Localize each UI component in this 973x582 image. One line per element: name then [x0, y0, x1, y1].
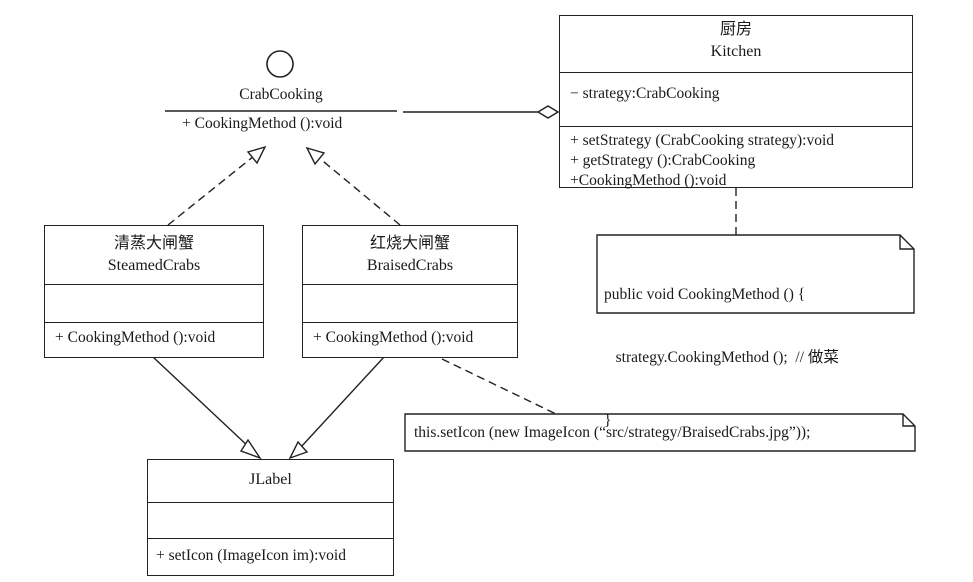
interface-name: CrabCooking [239, 86, 323, 103]
class-kitchen: 厨房 Kitchen − strategy:CrabCooking + setS… [559, 15, 913, 191]
steamed-operation-section: + CookingMethod ():void [45, 322, 263, 349]
braised-name-cn: 红烧大闸蟹 [369, 235, 450, 252]
kitchen-operation: + getStrategy ():CrabCooking [570, 152, 756, 169]
realization-braised-arrow-icon [305, 146, 326, 166]
kitchen-note-frame [596, 234, 915, 314]
braised-note-fold-icon [902, 414, 915, 427]
kitchen-operation: + setStrategy (CrabCooking strategy):voi… [570, 132, 835, 149]
class-jlabel: JLabel + setIcon (ImageIcon im):void [147, 459, 394, 576]
steamed-name-cn: 清蒸大闸蟹 [113, 235, 194, 252]
kitchen-operation: +CookingMethod ():void [570, 172, 727, 189]
kitchen-note-line: public void CookingMethod () { [604, 286, 806, 303]
steamed-operation: + CookingMethod ():void [55, 329, 216, 346]
jlabel-operation-section: + setIcon (ImageIcon im):void [148, 538, 393, 567]
generalization-steamed [152, 356, 251, 449]
interface-operation: + CookingMethod ():void [182, 115, 343, 132]
steamed-name-en: SteamedCrabs [107, 257, 201, 274]
generalization-braised-arrow-icon [288, 440, 309, 460]
realization-braised [317, 156, 401, 226]
kitchen-name-cn: 厨房 [719, 21, 752, 38]
class-steamed-crabs: 清蒸大闸蟹 SteamedCrabs + CookingMethod ():vo… [44, 225, 264, 358]
jlabel-name-section: JLabel [148, 460, 393, 502]
steamed-name-section: 清蒸大闸蟹 SteamedCrabs [45, 226, 263, 284]
aggregation-diamond-icon [536, 105, 560, 119]
braised-note-frame [404, 413, 916, 452]
jlabel-operation: + setIcon (ImageIcon im):void [156, 547, 346, 564]
braised-operation: + CookingMethod ():void [313, 329, 474, 346]
kitchen-note-line: strategy.CookingMethod (); // 做菜 [604, 349, 839, 366]
realization-steamed [167, 155, 255, 226]
jlabel-name: JLabel [249, 471, 292, 488]
braised-note-anchor [441, 358, 557, 415]
braised-name-section: 红烧大闸蟹 BraisedCrabs [303, 226, 517, 284]
class-braised-crabs: 红烧大闸蟹 BraisedCrabs + CookingMethod ():vo… [302, 225, 518, 358]
braised-note-text: this.setIcon (new ImageIcon (“src/strate… [414, 424, 811, 441]
steamed-attribute-section [45, 284, 263, 322]
realization-steamed-arrow-icon [246, 145, 267, 165]
braised-operation-section: + CookingMethod ():void [303, 322, 517, 349]
generalization-braised [300, 356, 385, 448]
kitchen-note-fold-icon [899, 235, 914, 250]
kitchen-name-section: 厨房 Kitchen [560, 16, 912, 72]
kitchen-operation-section: + setStrategy (CrabCooking strategy):voi… [560, 126, 912, 191]
generalization-steamed-arrow-icon [239, 438, 262, 460]
jlabel-attribute-section [148, 502, 393, 538]
kitchen-attribute-section: − strategy:CrabCooking [560, 72, 912, 126]
kitchen-name-en: Kitchen [710, 43, 762, 60]
kitchen-note-line: } [604, 412, 612, 429]
kitchen-note-text: public void CookingMethod () { strategy.… [604, 242, 839, 473]
braised-name-en: BraisedCrabs [366, 257, 454, 274]
kitchen-attribute: − strategy:CrabCooking [570, 85, 720, 102]
braised-attribute-section [303, 284, 517, 322]
interface-lollipop-icon [266, 50, 294, 78]
